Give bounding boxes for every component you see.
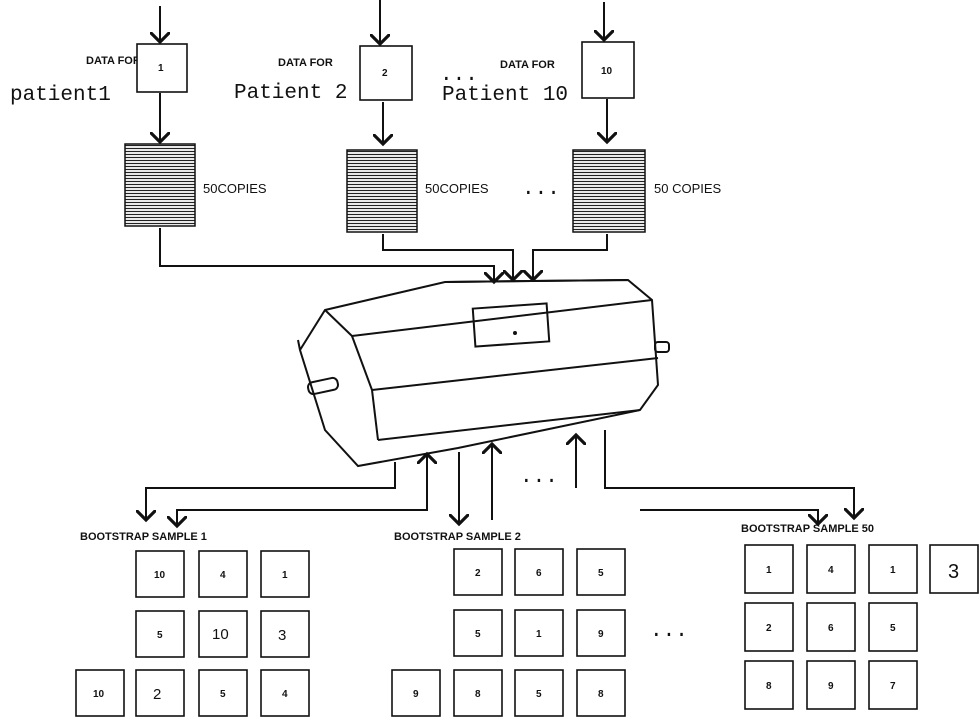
- sample-1-cell-value: 5: [157, 630, 163, 641]
- sample-50-cell-value: 8: [766, 681, 772, 692]
- sample-50-cell-value: 1: [766, 565, 772, 576]
- sample-2-cell-value: 6: [536, 568, 542, 579]
- patient-2-name: Patient 2: [234, 82, 347, 105]
- sample-50-extra-value: 3: [948, 561, 959, 583]
- sample-1-cell-value: 1: [282, 570, 288, 581]
- patient-1-group: DATA FOR 1 patient1 50COPIES: [10, 6, 267, 226]
- sample-1-cell-value: 5: [220, 689, 226, 700]
- patient-10-copies-stack: [573, 150, 645, 232]
- patient-1-name: patient1: [10, 84, 111, 107]
- patient-2-data-for: DATA FOR: [278, 57, 333, 69]
- sample-1-cell-value: 10: [154, 570, 166, 581]
- sample-1-cell-value: 10: [212, 626, 229, 643]
- drum-axle-right: [655, 342, 669, 352]
- patient-2-group: DATA FOR 2 Patient 2 ... 50COPIES ...: [234, 0, 560, 232]
- sample-2-cell-value: 8: [598, 689, 604, 700]
- sample-50-title: BOOTSTRAP SAMPLE 50: [741, 523, 874, 535]
- patient-10-copies-label: 50 COPIES: [654, 181, 722, 196]
- patient-10-group: DATA FOR 10 Patient 10 50 COPIES: [442, 2, 722, 232]
- sample-50-cell-value: 6: [828, 623, 834, 634]
- drum-window: [473, 303, 549, 346]
- sample-2-cell-value: 9: [598, 629, 604, 640]
- patient-10-data-for: DATA FOR: [500, 59, 555, 71]
- patient-2-copies-stack: [347, 150, 417, 232]
- patient-1-data-for: DATA FOR: [86, 55, 141, 67]
- input-flow-lines: [160, 228, 607, 282]
- sample-2-cell-value: 5: [536, 689, 542, 700]
- sample-2-cell-value: 5: [475, 629, 481, 640]
- patient-10-box-label: 10: [601, 66, 613, 77]
- sample-50-cell-value: 9: [828, 681, 834, 692]
- sample-2-cell-value: 1: [536, 629, 542, 640]
- bootstrap-sample-1: BOOTSTRAP SAMPLE 1 10 4 1 5 10 3 10 2 5 …: [76, 531, 309, 716]
- sample-1-cell-value: 2: [153, 686, 161, 703]
- patient-2-box-label: 2: [382, 68, 388, 79]
- patient-1-box-label: 1: [158, 63, 164, 74]
- samples-ellipsis: ...: [650, 620, 688, 643]
- patient-10-name: Patient 10: [442, 84, 568, 107]
- copies-ellipsis: ...: [522, 178, 560, 201]
- patient-1-copies-label: 50COPIES: [203, 181, 267, 196]
- sample-2-cell-value: 9: [413, 689, 419, 700]
- sample-1-cell-value: 4: [282, 689, 288, 700]
- sample-1-cell-value: 3: [278, 627, 286, 644]
- bootstrap-sample-50: BOOTSTRAP SAMPLE 50 1 4 1 3 2 6 5 8 9 7: [741, 523, 978, 709]
- mixing-drum: [298, 280, 669, 466]
- sample-2-cell-value: 8: [475, 689, 481, 700]
- sample-1-cell-value: 4: [220, 570, 226, 581]
- sample-50-cell-value: 2: [766, 623, 772, 634]
- sample-50-cell-value: 1: [890, 565, 896, 576]
- bootstrap-sample-2: BOOTSTRAP SAMPLE 2 2 6 5 5 1 9 ... 9 8 5…: [392, 531, 688, 716]
- drum-ellipsis: ...: [520, 466, 558, 489]
- sample-50-cell-value: 7: [890, 681, 896, 692]
- sample-50-cell-value: 4: [828, 565, 834, 576]
- sample-1-cell-value: 10: [93, 689, 105, 700]
- sample-50-cell-value: 5: [890, 623, 896, 634]
- output-flow-lines: ...: [146, 430, 854, 526]
- sample-2-title: BOOTSTRAP SAMPLE 2: [394, 531, 521, 543]
- patient-2-copies-label: 50COPIES: [425, 181, 489, 196]
- patient-1-copies-stack: [125, 144, 195, 226]
- sample-2-cell-value: 2: [475, 568, 481, 579]
- sample-2-cell-value: 5: [598, 568, 604, 579]
- sample-1-title: BOOTSTRAP SAMPLE 1: [80, 531, 207, 543]
